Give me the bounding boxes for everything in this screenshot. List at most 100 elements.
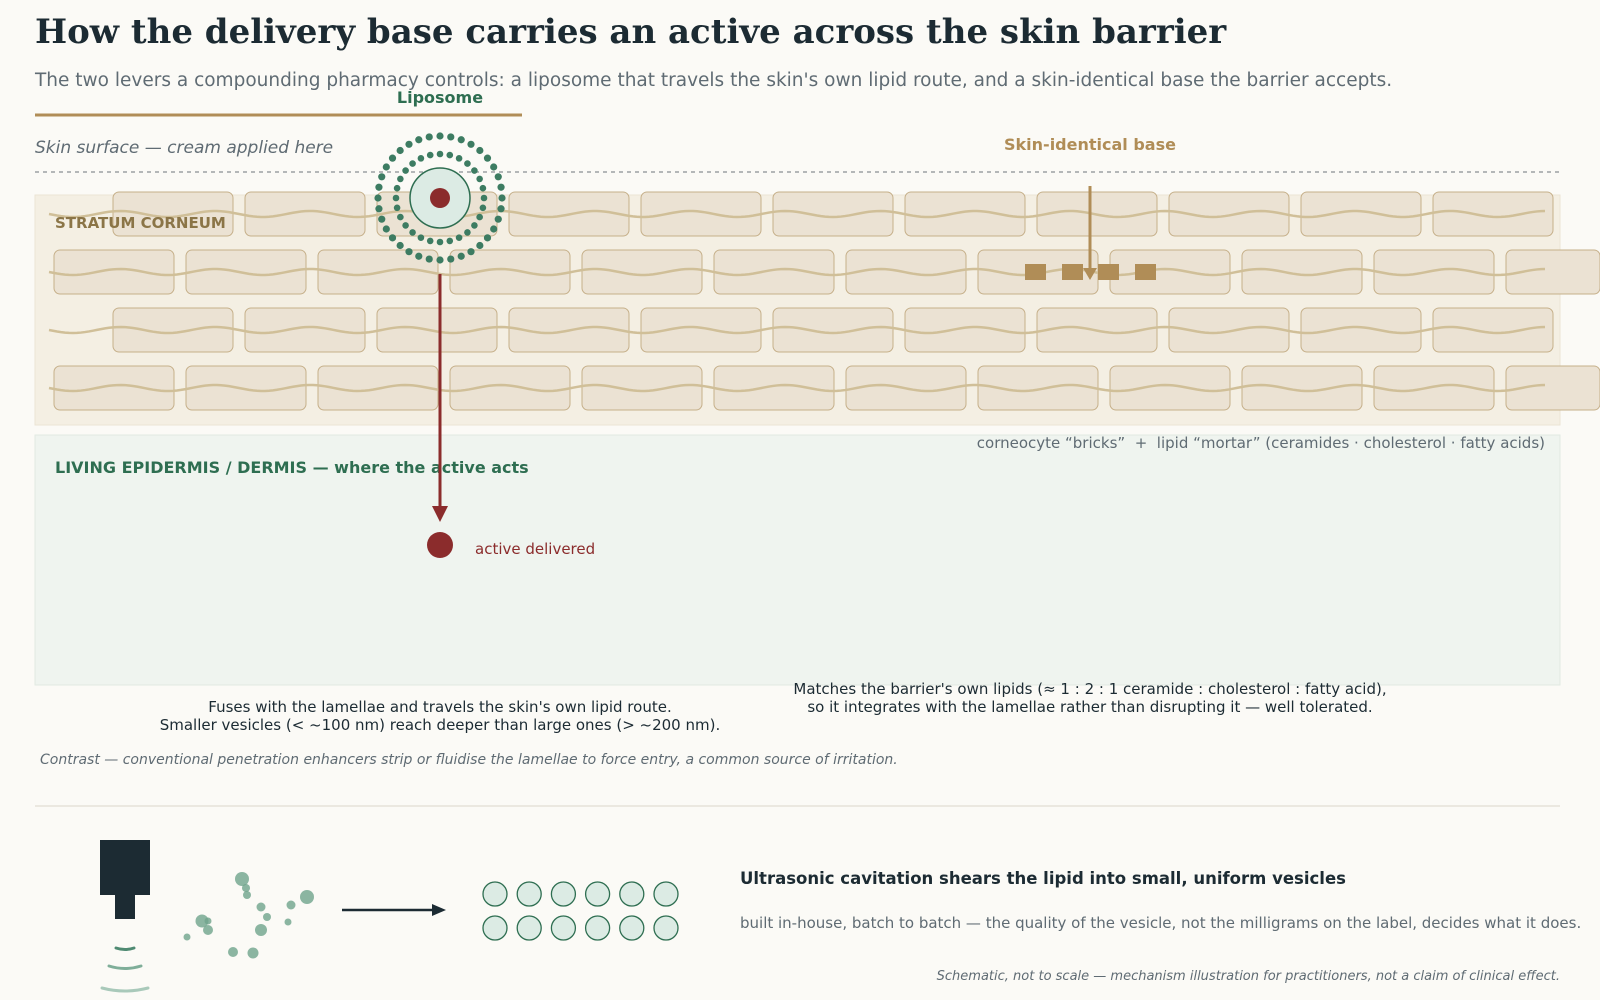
lipid-head-dot xyxy=(455,155,463,162)
active-delivered-dot xyxy=(427,532,453,558)
lipid-head-dot xyxy=(483,234,492,242)
corneocyte-brick xyxy=(1432,307,1554,353)
corneocyte-brick xyxy=(713,249,835,295)
page-subtitle: The two levers a compounding pharmacy co… xyxy=(35,70,1393,91)
lipid-head-dot xyxy=(498,194,506,202)
lipid-droplet xyxy=(243,891,251,899)
lipid-head-dot xyxy=(382,225,390,233)
corneocyte-brick xyxy=(713,365,835,411)
lipid-head-dot xyxy=(476,241,484,250)
lipid-head-dot xyxy=(446,237,454,245)
lipid-droplet xyxy=(255,924,267,936)
lipid-head-dot xyxy=(415,136,423,144)
lipid-droplet xyxy=(203,925,213,935)
base-caption-line: Matches the barrier's own lipids (≈ 1 : … xyxy=(793,680,1387,698)
liposome-caption-line: Smaller vesicles (< ~100 nm) reach deepe… xyxy=(159,716,721,734)
lipid-droplet xyxy=(242,884,250,892)
lipid-head-dot xyxy=(417,234,425,241)
corneocyte-brick xyxy=(640,191,762,237)
lipid-head-dot xyxy=(479,204,487,212)
lipid-head-dot xyxy=(375,205,383,213)
lipid-head-dot xyxy=(457,252,465,260)
corneocyte-brick xyxy=(53,365,175,411)
lipid-head-dot xyxy=(446,151,454,159)
uniform-vesicle xyxy=(516,915,542,941)
uniform-vesicle xyxy=(516,881,542,907)
base-lipid-block xyxy=(1135,264,1156,280)
lipid-head-dot xyxy=(396,146,404,155)
uniform-vesicle xyxy=(653,881,679,907)
corneocyte-brick xyxy=(581,365,703,411)
active-delivered-label: active delivered xyxy=(475,540,595,558)
ultrasonic-title: Ultrasonic cavitation shears the lipid i… xyxy=(740,869,1346,888)
lipid-head-dot xyxy=(436,150,444,158)
liposome-caption: Fuses with the lamellae and travels the … xyxy=(90,698,790,734)
uniform-vesicle xyxy=(550,881,577,907)
lipid-head-dot xyxy=(480,194,488,202)
uniform-vesicle xyxy=(584,881,611,907)
liposome-label: Liposome xyxy=(397,88,483,107)
corneocyte-brick xyxy=(1109,365,1231,411)
corneocyte-brick xyxy=(640,307,762,353)
lipid-head-dot xyxy=(476,213,483,221)
stratum-corneum-label: STRATUM CORNEUM xyxy=(55,214,226,232)
lipid-droplet xyxy=(228,947,238,957)
lipid-mortar-line xyxy=(48,267,1546,277)
corneocyte-brick xyxy=(1432,191,1554,237)
corneocyte-brick xyxy=(1241,249,1363,295)
lipid-head-dot xyxy=(464,160,471,167)
delivery-arrowhead xyxy=(432,506,448,522)
lipid-head-dot xyxy=(490,225,498,233)
uniform-vesicles xyxy=(482,881,679,941)
lipid-droplet xyxy=(247,947,259,959)
corneocyte-brick xyxy=(1505,365,1600,411)
lipid-head-dot xyxy=(467,248,475,256)
lipid-head-dot xyxy=(494,173,502,181)
lipid-droplet xyxy=(256,902,266,912)
corneocyte-brick xyxy=(1505,249,1600,295)
lipid-head-dot xyxy=(457,136,465,144)
base-lipid-block xyxy=(1062,264,1083,280)
lipid-head-dot xyxy=(455,234,463,241)
lipid-head-dot xyxy=(436,238,444,246)
lipid-head-dot xyxy=(409,160,416,167)
base-lipid-block xyxy=(1025,264,1046,280)
lipid-head-dot xyxy=(497,183,505,191)
corneocyte-brick xyxy=(904,307,1026,353)
lipid-droplet xyxy=(263,913,271,921)
corneocyte-brick xyxy=(53,249,175,295)
corneocyte-brick xyxy=(244,191,366,237)
lipid-head-dot xyxy=(426,237,434,245)
lipid-head-dot xyxy=(483,154,492,162)
lipid-head-dot xyxy=(426,151,434,159)
base-arrowhead xyxy=(1083,268,1097,280)
page-title: How the delivery base carries an active … xyxy=(35,12,1227,52)
lipid-head-dot xyxy=(467,140,475,148)
lipid-head-dot xyxy=(471,222,478,229)
living-epidermis-label: LIVING EPIDERMIS / DERMIS — where the ac… xyxy=(55,458,529,477)
lipid-head-dot xyxy=(476,175,483,183)
corneocyte-brick xyxy=(772,191,894,237)
base-lipid-blocks xyxy=(1025,264,1156,280)
liposome-vesicle-icon xyxy=(374,132,506,264)
corneocyte-brick xyxy=(112,307,234,353)
lipid-head-dot xyxy=(417,155,425,162)
skin-identical-base-label: Skin-identical base xyxy=(1004,135,1176,154)
lipid-head-dot xyxy=(402,167,409,174)
uniform-vesicle xyxy=(482,881,508,907)
lipid-head-dot xyxy=(405,140,413,148)
irregular-lipid-droplets xyxy=(183,872,314,959)
corneocyte-brick xyxy=(581,249,703,295)
living-epidermis-band xyxy=(34,434,1561,686)
corneocyte-brick xyxy=(904,191,1026,237)
corneocyte-brick xyxy=(772,307,894,353)
lipid-head-dot xyxy=(397,213,404,221)
lipid-droplet xyxy=(284,918,292,926)
lipid-head-dot xyxy=(476,146,484,155)
lipid-droplet xyxy=(300,890,314,904)
uniform-vesicle xyxy=(619,881,645,907)
uniform-vesicle xyxy=(550,915,577,941)
lipid-head-dot xyxy=(425,133,433,141)
corneocyte-brick xyxy=(1300,191,1422,237)
ultrasonic-body: built in-house, batch to batch — the qua… xyxy=(740,914,1582,932)
